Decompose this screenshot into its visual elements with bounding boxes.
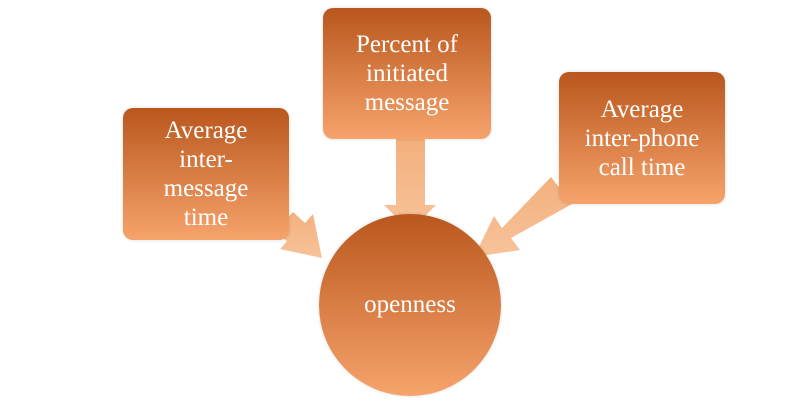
- arrow-right: [474, 177, 572, 257]
- center-node-openness: openness: [319, 214, 501, 396]
- input-node-percent-initiated: Percent of initiated message: [323, 8, 491, 139]
- input-node-label: Average inter-phone call time: [584, 95, 700, 181]
- input-node-inter-message-time: Average inter- message time: [123, 108, 289, 240]
- input-node-inter-phone-call-time: Average inter-phone call time: [559, 72, 725, 204]
- arrow-center: [384, 139, 436, 231]
- input-node-label: Average inter- message time: [163, 117, 249, 231]
- input-node-label: Percent of initiated message: [355, 31, 459, 116]
- center-node-label: openness: [364, 291, 456, 318]
